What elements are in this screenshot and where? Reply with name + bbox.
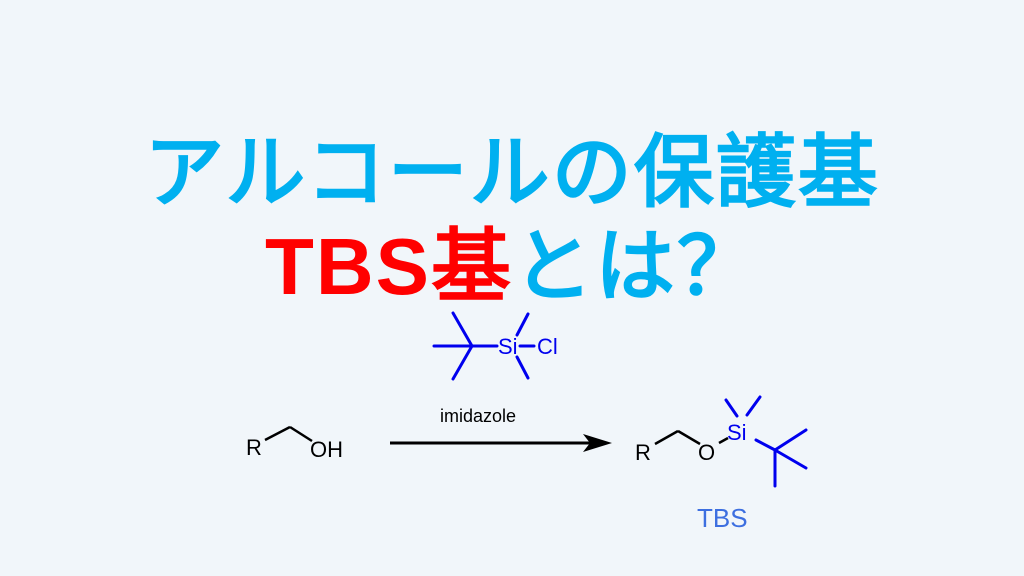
reactant-r: R [246, 435, 262, 460]
product-r: R [635, 440, 651, 465]
tbscl-reagent [432, 311, 536, 381]
reaction-arrow [390, 434, 612, 452]
product-si: Si [727, 420, 747, 445]
product-bonds [654, 429, 729, 446]
title-line-2: TBS基とは？ [0, 222, 1024, 312]
title-line-1: アルコールの保護基 [144, 126, 880, 219]
condition-label: imidazole [440, 406, 516, 426]
title-tbs-group: TBS基 [265, 222, 513, 311]
tbs-group [724, 395, 808, 488]
reactant-bonds [264, 425, 313, 443]
tbs-label: TBS [697, 503, 748, 533]
reagent-si: Si [498, 334, 518, 359]
product-o: O [698, 440, 715, 465]
reagent-cl: Cl [537, 334, 558, 359]
reactant-oh: OH [310, 437, 343, 462]
title-question: とは？ [513, 220, 759, 313]
